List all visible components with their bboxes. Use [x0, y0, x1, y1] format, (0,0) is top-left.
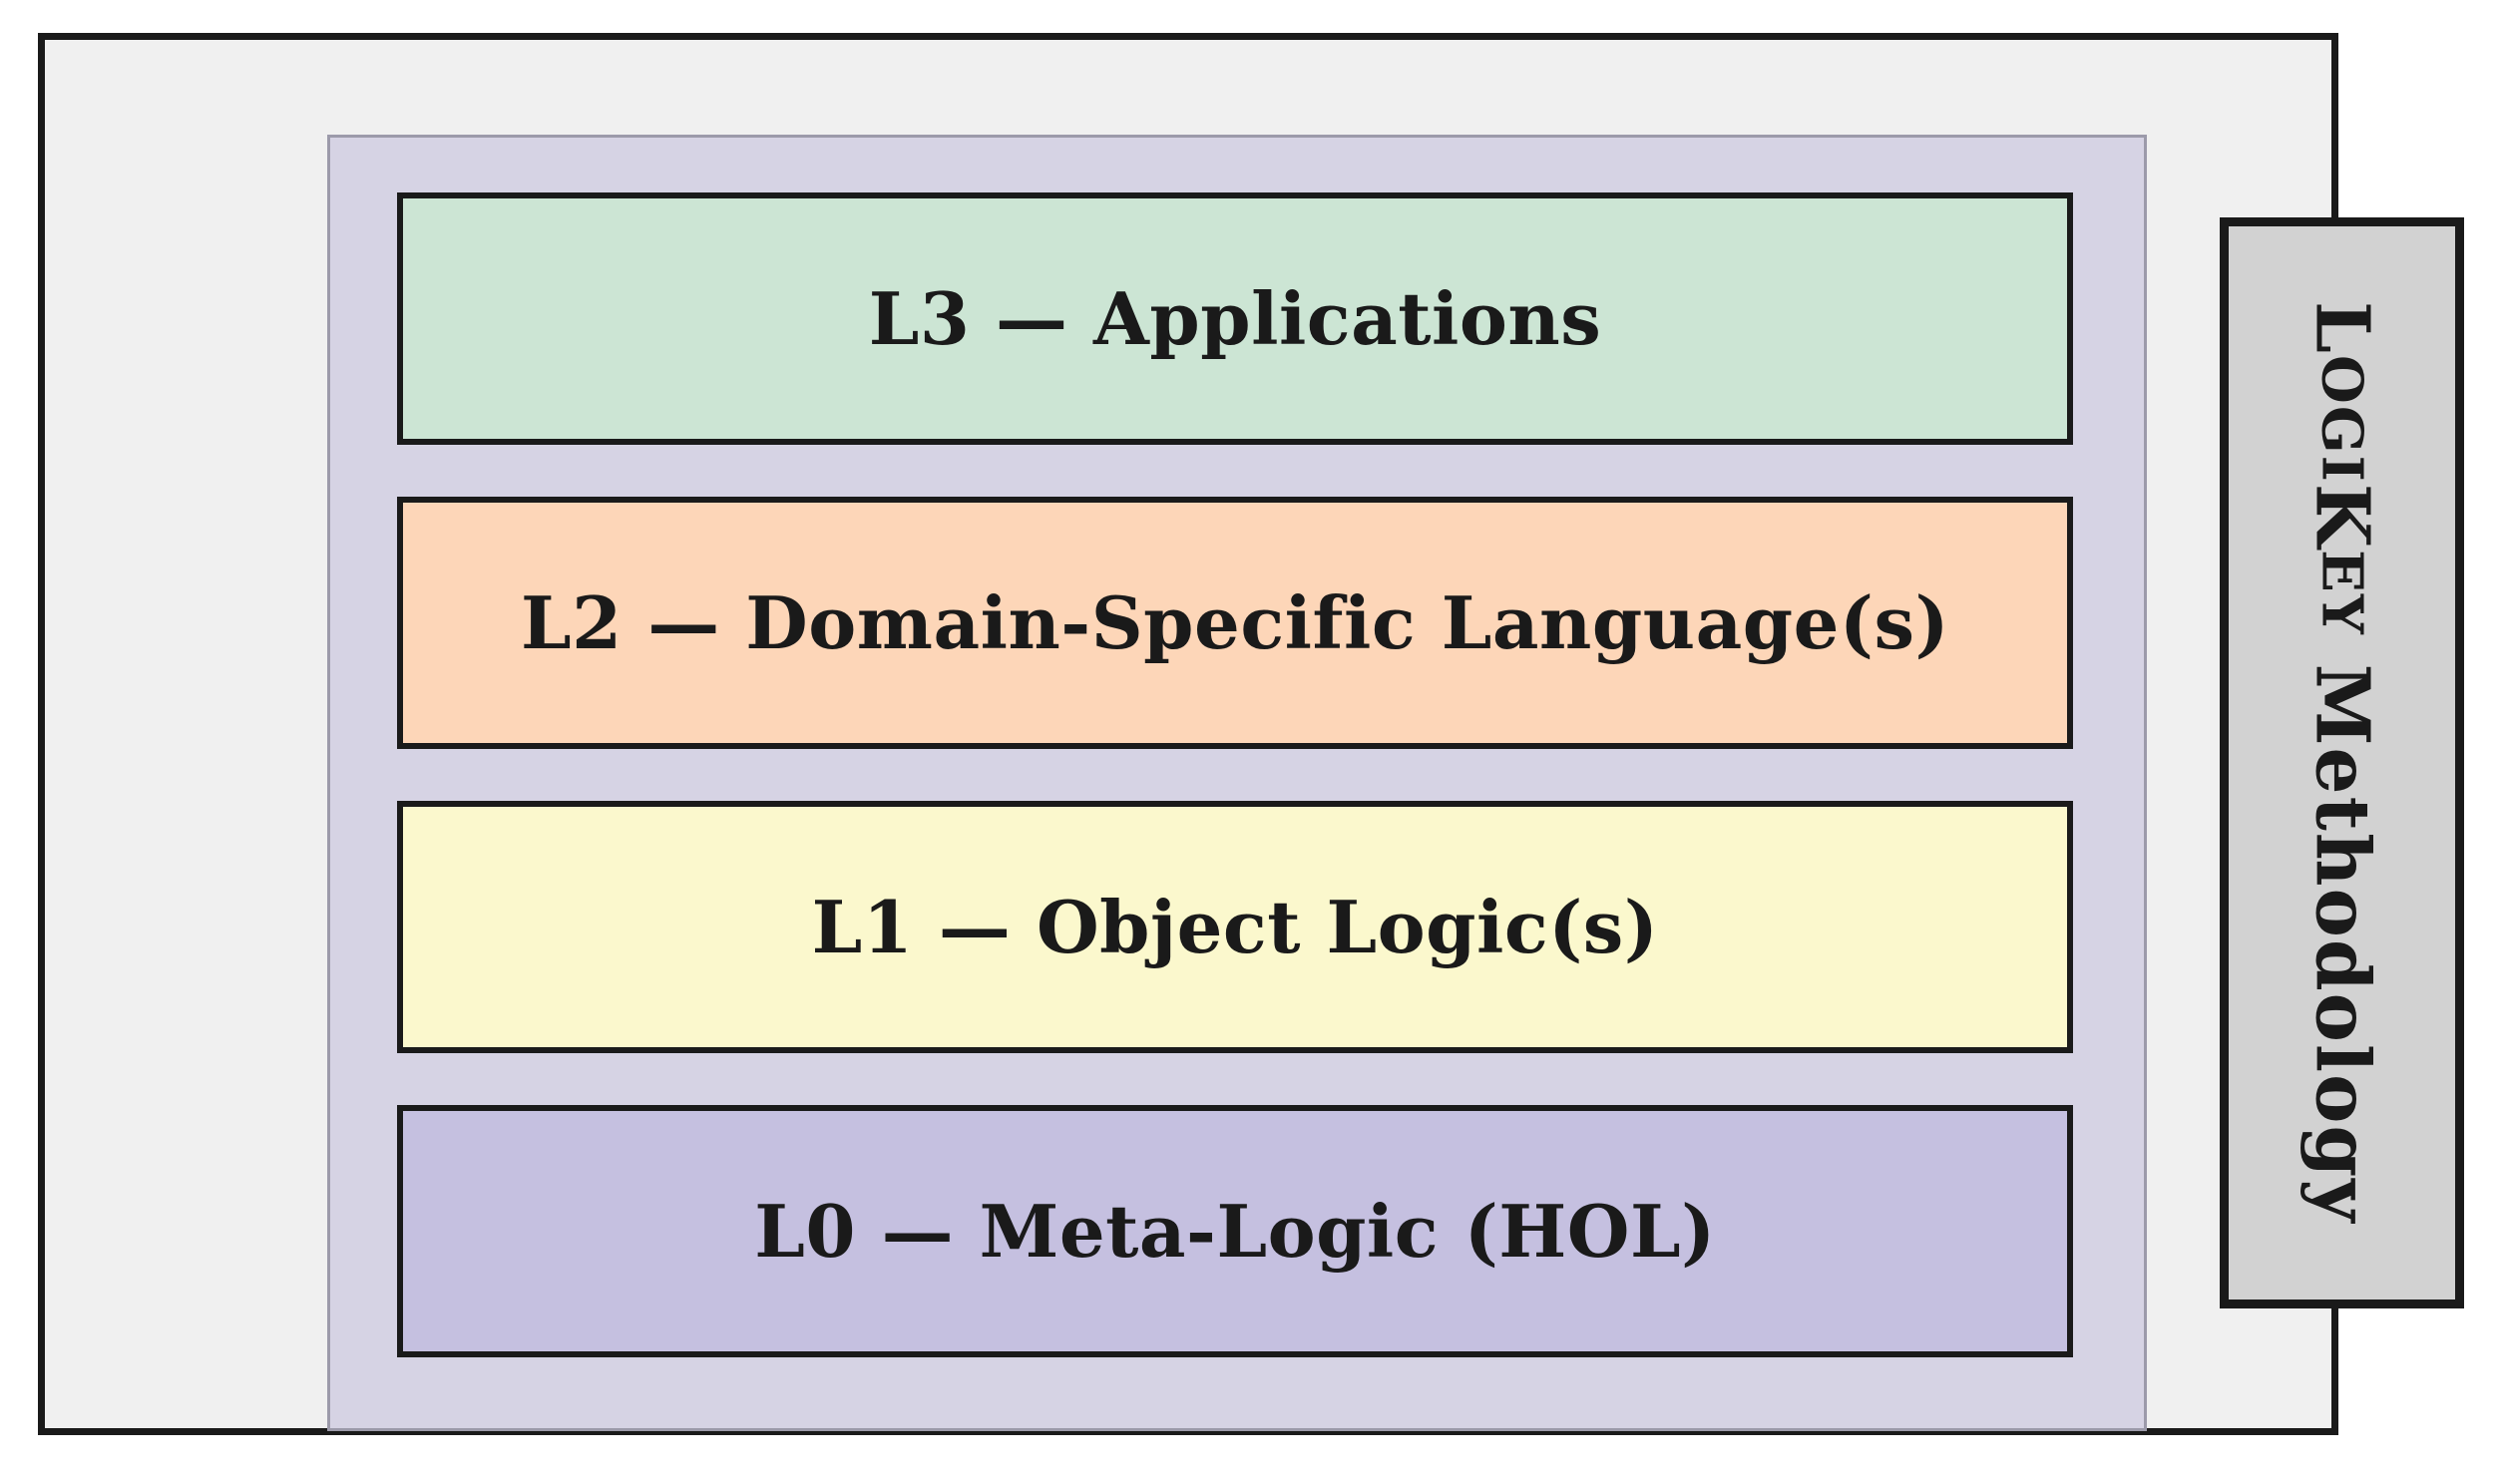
layer-label-l3: L3 — Applications: [868, 275, 1602, 361]
methodology-side-tab[interactable]: LOGIKEY Methodology: [2220, 217, 2464, 1308]
layer-box-l2[interactable]: L2 — Domain-Specific Language(s): [397, 497, 2073, 749]
methodology-label-part-ey: EY: [2308, 550, 2375, 637]
methodology-tab-label: LOGIKEY Methodology: [2299, 301, 2385, 1224]
layer-label-l0: L0 — Meta-Logic (HOL): [754, 1188, 1716, 1274]
layer-box-l0[interactable]: L0 — Meta-Logic (HOL): [397, 1105, 2073, 1357]
methodology-label-part-ogi: OGI: [2308, 355, 2375, 485]
layer-label-l1: L1 — Object Logic(s): [811, 884, 1659, 969]
layer-label-l2: L2 — Domain-Specific Language(s): [520, 579, 1950, 665]
figure-frame: L3 — Applications L2 — Domain-Specific L…: [38, 33, 2338, 1435]
layer-box-l1[interactable]: L1 — Object Logic(s): [397, 801, 2073, 1053]
methodology-label-part-rest: Methodology: [2298, 636, 2385, 1225]
methodology-label-part-k: K: [2298, 484, 2385, 551]
methodology-label-part-l: L: [2298, 301, 2385, 356]
layer-box-l3[interactable]: L3 — Applications: [397, 192, 2073, 445]
layer-stack-panel: L3 — Applications L2 — Domain-Specific L…: [327, 135, 2147, 1431]
